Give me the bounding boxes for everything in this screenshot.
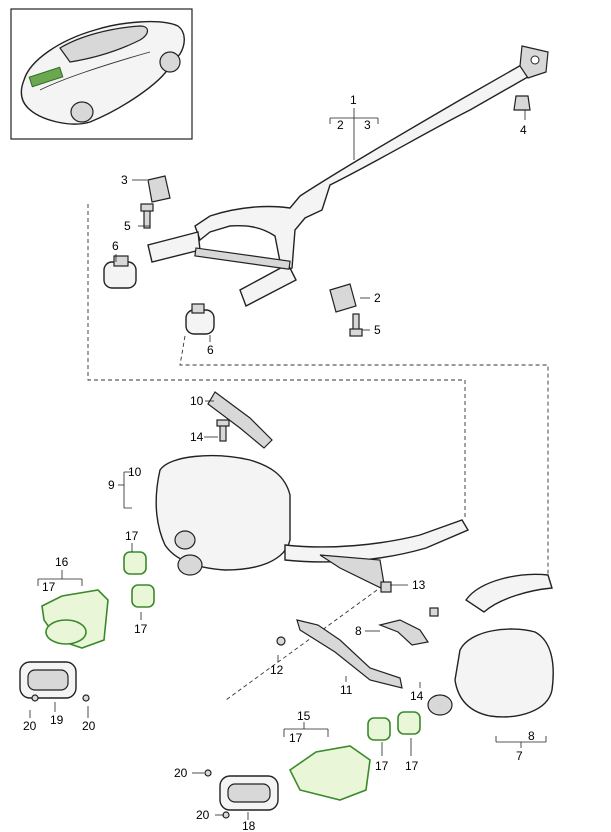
dashed-connectors [87, 204, 549, 701]
clamp-17-upper-right [367, 717, 391, 741]
clamp-6-upper [103, 255, 137, 289]
callout-8: 8 [528, 729, 535, 743]
rear-muffler [427, 573, 554, 718]
leader-lines [29, 108, 547, 820]
callout-20: 20 [196, 808, 210, 822]
front-pipe-assembly [147, 45, 549, 307]
vehicle-inset [10, 8, 193, 140]
bracket-11 [296, 619, 403, 689]
callout-8: 8 [355, 624, 362, 638]
callout-11: 11 [340, 683, 353, 697]
callout-2: 2 [374, 291, 381, 305]
callout-9: 9 [108, 478, 115, 492]
callout-4: 4 [520, 123, 527, 137]
callout-10: 10 [190, 394, 204, 408]
callout-5: 5 [124, 219, 131, 233]
callout-19: 19 [50, 713, 64, 727]
callout-13: 13 [412, 578, 426, 592]
callout-17: 17 [405, 759, 419, 773]
small-fasteners [31, 581, 439, 819]
callout-2: 2 [337, 118, 344, 132]
callout-1: 1 [350, 93, 357, 107]
end-trim-right [219, 775, 279, 811]
callout-20: 20 [23, 719, 37, 733]
front-muffler [155, 455, 470, 592]
callout-18: 18 [242, 819, 256, 832]
callout-20: 20 [82, 719, 96, 733]
tailpipe-trim-right [288, 745, 371, 801]
clamp-17-lower-left [131, 584, 155, 608]
callout-6: 6 [112, 239, 119, 253]
callout-6: 6 [207, 343, 214, 357]
callout-17: 17 [289, 731, 303, 745]
callout-14: 14 [410, 689, 424, 703]
callout-17: 17 [375, 759, 389, 773]
tailpipe-trim-left [41, 589, 109, 649]
callout-3: 3 [364, 118, 371, 132]
callout-17: 17 [42, 580, 56, 594]
bolt-5-lower [349, 313, 363, 337]
callout-15: 15 [297, 709, 311, 723]
callout-10: 10 [128, 465, 142, 479]
callout-16: 16 [55, 555, 69, 569]
upper-hangers [140, 95, 531, 337]
callout-12: 12 [270, 663, 284, 677]
callout-5: 5 [374, 323, 381, 337]
callout-14: 14 [190, 430, 204, 444]
clamp-6-lower [185, 303, 215, 335]
callout-17: 17 [125, 529, 139, 543]
clamp-17-lower-right [397, 711, 421, 735]
callout-3: 3 [121, 173, 128, 187]
car-illustration [20, 20, 185, 125]
bolt-5-upper [140, 203, 154, 229]
callout-7: 7 [516, 749, 523, 763]
bracket-10 [207, 391, 273, 449]
callout-20: 20 [174, 766, 188, 780]
callout-labels: 1 2 3 4 3 5 6 2 5 6 10 14 9 10 17 16 17 … [23, 93, 535, 832]
callout-17: 17 [134, 622, 148, 636]
end-trim-left [19, 661, 77, 699]
hanger-8 [378, 619, 430, 646]
clamp-17-upper-left [123, 551, 147, 575]
